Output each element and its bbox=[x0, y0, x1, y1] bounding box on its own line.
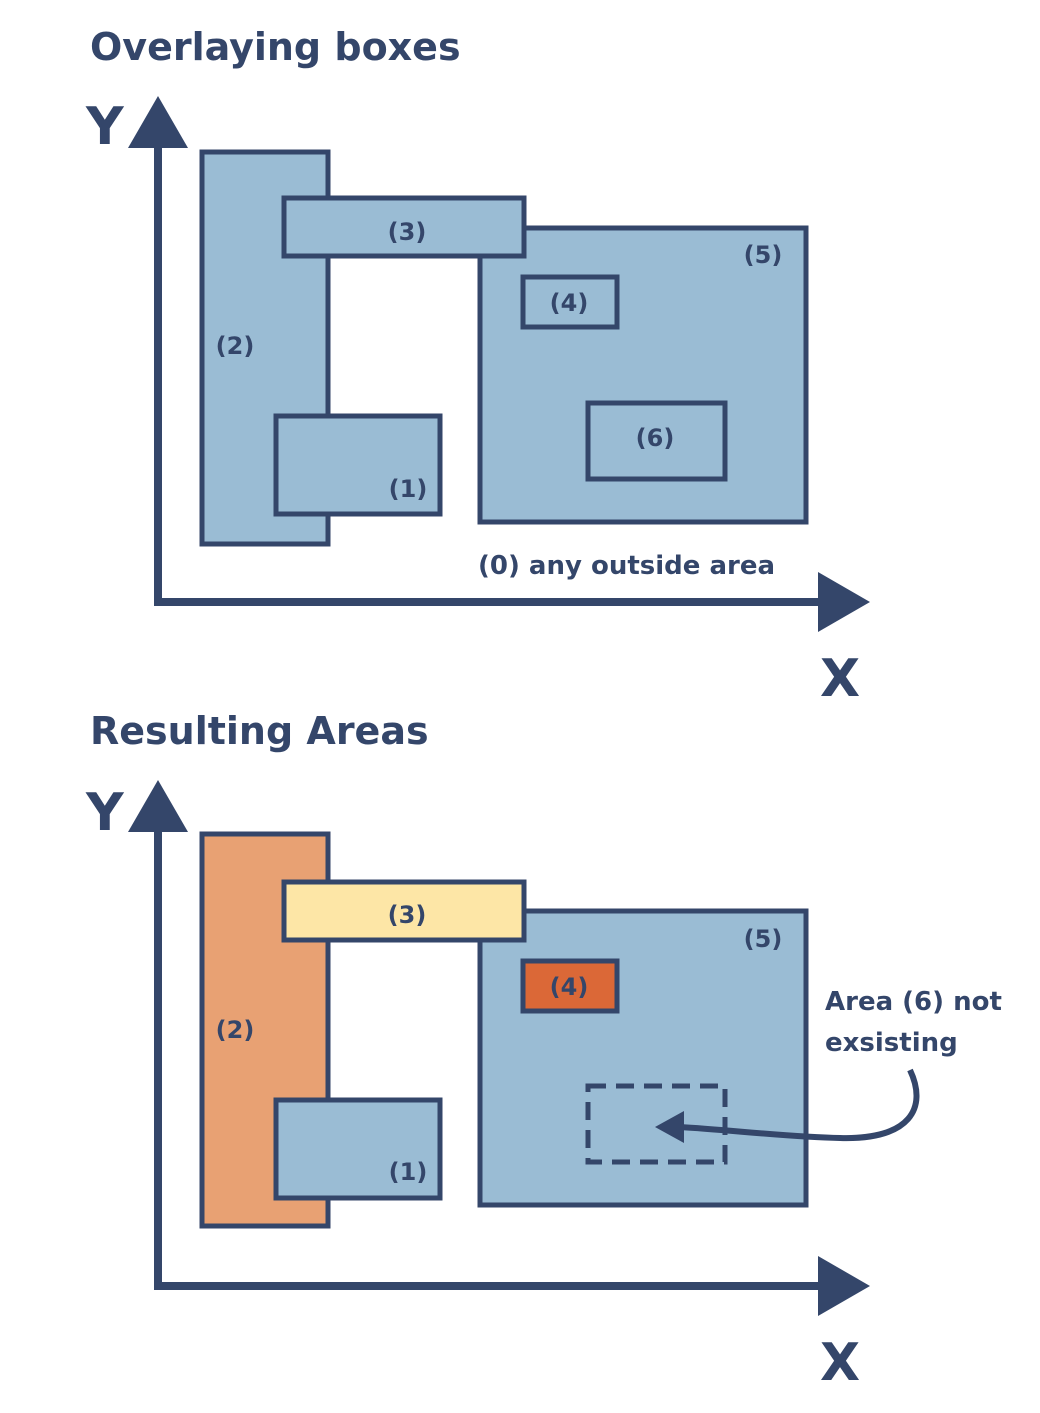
bottom-label-5: (5) bbox=[744, 925, 783, 953]
bottom-title: Resulting Areas bbox=[90, 709, 429, 753]
top-box-1 bbox=[273, 413, 443, 517]
bottom-area-3 bbox=[281, 879, 527, 943]
top-label-5: (5) bbox=[744, 241, 783, 269]
bottom-x-axis-label: X bbox=[820, 1333, 860, 1393]
top-title: Overlaying boxes bbox=[90, 25, 461, 69]
bottom-label-2: (2) bbox=[216, 1016, 255, 1044]
bottom-x-axis-arrow-icon bbox=[818, 1256, 870, 1316]
top-label-6: (6) bbox=[636, 424, 675, 452]
bottom-area-1 bbox=[273, 1097, 443, 1201]
top-x-axis-label: X bbox=[820, 649, 860, 709]
note-line-2: exsisting bbox=[825, 1028, 958, 1058]
top-label-2: (2) bbox=[216, 332, 255, 360]
top-box-3 bbox=[281, 195, 527, 259]
bottom-y-axis-label: Y bbox=[85, 783, 125, 843]
note-line-1: Area (6) not bbox=[825, 987, 1002, 1017]
top-box-4 bbox=[520, 274, 620, 330]
top-outside-label: (0) any outside area bbox=[478, 551, 775, 581]
bottom-missing-area-6 bbox=[585, 1083, 728, 1165]
top-box-6 bbox=[585, 400, 728, 482]
bottom-label-4: (4) bbox=[550, 973, 589, 1001]
top-y-axis-label: Y bbox=[85, 97, 125, 157]
note-curved-arrow-line bbox=[679, 1068, 920, 1142]
top-diagram: Overlaying boxes Y X (3) (5) (4) (2) (6)… bbox=[85, 25, 870, 709]
bottom-label-1: (1) bbox=[389, 1158, 428, 1186]
bottom-y-axis-arrow-icon bbox=[128, 780, 188, 832]
bottom-diagram: Resulting Areas Y X (3) (5) (4) (2) (1) … bbox=[85, 709, 1002, 1393]
top-label-4: (4) bbox=[550, 289, 589, 317]
bottom-label-3: (3) bbox=[388, 901, 427, 929]
top-y-axis-arrow-icon bbox=[128, 96, 188, 148]
bottom-area-4 bbox=[520, 958, 620, 1014]
top-label-3: (3) bbox=[388, 218, 427, 246]
top-x-axis-arrow-icon bbox=[818, 572, 870, 632]
top-label-1: (1) bbox=[389, 475, 428, 503]
note-arrowhead-icon bbox=[655, 1111, 684, 1143]
